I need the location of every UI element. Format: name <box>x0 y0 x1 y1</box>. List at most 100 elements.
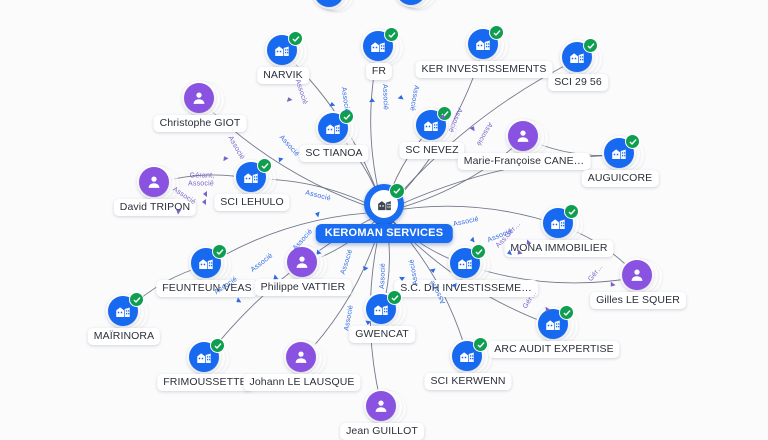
graph-node-fr[interactable]: FR <box>360 27 403 80</box>
edge-direction-arrow <box>368 97 376 102</box>
node-label: NARVIK <box>257 67 309 84</box>
node-label: SC NEVEZ <box>399 142 465 159</box>
edge-label: Associé <box>277 134 301 158</box>
node-label: FR <box>365 63 393 80</box>
graph-node-le_lausque[interactable]: Johann LE LAUSQUE <box>243 340 361 391</box>
node-card-stack <box>363 389 406 427</box>
node-label: Christophe GIOT <box>153 115 247 132</box>
node-label: Marie-Françoise CANE… <box>457 153 591 170</box>
node-label: MAÏRINORA <box>87 328 161 345</box>
person-icon <box>508 121 538 151</box>
verified-badge <box>257 158 272 173</box>
graph-node-sc_nevez[interactable]: SC NEVEZ <box>399 106 465 159</box>
edge-direction-arrow <box>607 281 616 289</box>
node-card-stack <box>283 340 326 378</box>
edge-label: Associé <box>249 252 275 274</box>
verified-badge <box>564 204 579 219</box>
company-icon <box>366 294 396 324</box>
graph-node-ker_inv[interactable]: KER INVESTISSEMENTS <box>415 25 553 78</box>
verified-badge <box>387 290 402 305</box>
verified-badge <box>559 305 574 320</box>
verified-badge <box>437 106 452 121</box>
edge-label: Associé <box>339 248 355 276</box>
graph-node-feunteun[interactable]: FEUNTEUN VEAS <box>156 244 258 297</box>
graph-node-sci_kerwenn[interactable]: SCI KERWENN <box>424 337 512 390</box>
edge-label: Associé <box>304 189 332 203</box>
graph-node-cane[interactable]: Marie-Françoise CANE… <box>457 119 591 170</box>
node-card-stack <box>186 338 229 378</box>
node-card-stack <box>363 290 406 330</box>
edge-direction-arrow <box>469 236 475 243</box>
graph-node-guillot[interactable]: Jean GUILLOT <box>340 389 424 440</box>
edge-direction-arrow <box>429 268 437 274</box>
graph-node-mairinora[interactable]: MAÏRINORA <box>87 292 161 345</box>
edge-label: Gér… <box>503 220 523 240</box>
node-label: MONA IMMOBILIER <box>504 240 614 257</box>
graph-node-giot[interactable]: Christophe GIOT <box>153 81 247 132</box>
graph-node-frimoussette[interactable]: FRIMOUSSETTE <box>157 338 253 391</box>
graph-node-clipped-top_clip_1[interactable] <box>311 0 354 13</box>
node-card-stack <box>559 38 602 78</box>
graph-node-center-keroman-services[interactable]: KEROMAN SERVICES <box>315 183 453 243</box>
node-label: Gilles LE SQUER <box>590 292 686 309</box>
graph-edge-center-mona <box>383 205 560 226</box>
node-card-stack <box>311 0 354 13</box>
graph-node-clipped-top_clip_2[interactable] <box>393 0 436 11</box>
edge-direction-arrow <box>469 124 477 132</box>
graph-node-tripon[interactable]: David TRIPON <box>113 165 197 216</box>
graph-node-narvik[interactable]: NARVIK <box>257 31 309 84</box>
graph-node-mona[interactable]: MONA IMMOBILIER <box>504 204 614 257</box>
node-card-stack <box>233 158 276 198</box>
node-card-stack <box>449 337 492 377</box>
node-card-stack <box>505 119 548 157</box>
edge-direction-arrow <box>364 320 372 326</box>
graph-node-arc_audit[interactable]: ARC AUDIT EXPERTISE <box>488 305 620 358</box>
verified-badge <box>625 134 640 149</box>
verified-badge <box>210 338 225 353</box>
node-card-stack <box>619 258 662 296</box>
node-card-stack <box>284 245 327 283</box>
edge-label: Associé <box>188 180 214 188</box>
node-label: SCI KERWENN <box>424 373 512 390</box>
graph-node-sci_lehulo[interactable]: SCI LEHULO <box>214 158 290 211</box>
node-card-stack <box>413 106 456 146</box>
verified-badge <box>384 27 399 42</box>
node-label: S.C. DH INVESTISSEME… <box>394 280 538 297</box>
node-label: Philippe VATTIER <box>254 279 352 296</box>
edge-label: Gérant, <box>189 172 215 180</box>
node-card-stack <box>315 109 358 149</box>
node-label: FRIMOUSSETTE <box>157 374 253 391</box>
person-icon <box>139 167 169 197</box>
person-icon <box>184 83 214 113</box>
verified-badge <box>389 183 405 199</box>
graph-node-vattier[interactable]: Philippe VATTIER <box>254 245 352 296</box>
center-pin-marker <box>364 183 405 232</box>
edge-label: Gér… <box>587 263 605 283</box>
node-card-stack <box>535 305 578 345</box>
node-card-stack <box>105 292 148 332</box>
graph-node-le_squer[interactable]: Gilles LE SQUER <box>590 258 686 309</box>
node-card-stack <box>540 204 583 244</box>
graph-node-gwencat[interactable]: GWENCAT <box>349 290 415 343</box>
node-card-stack <box>136 165 179 203</box>
edge-direction-arrow <box>202 199 206 205</box>
node-card-stack <box>188 244 231 284</box>
node-card-stack <box>181 81 224 119</box>
person-icon <box>287 247 317 277</box>
edge-label: Associé <box>226 135 246 161</box>
person-icon <box>286 342 316 372</box>
center-node-label: KEROMAN SERVICES <box>315 224 453 243</box>
node-label: KER INVESTISSEMENTS <box>415 61 553 78</box>
edge-label: Associé <box>474 121 494 147</box>
node-card-stack <box>264 31 307 71</box>
graph-node-dh_inv[interactable]: S.C. DH INVESTISSEME… <box>394 244 538 297</box>
company-icon <box>396 0 426 5</box>
graph-node-auguicore[interactable]: AUGUICORE <box>581 134 659 187</box>
node-label: FEUNTEUN VEAS <box>156 280 258 297</box>
graph-node-sc_tianoa[interactable]: SC TIANOA <box>299 109 369 162</box>
graph-node-sci2956[interactable]: SCI 29 56 <box>548 38 608 91</box>
edge-direction-arrow <box>285 96 293 102</box>
node-label: GWENCAT <box>349 326 415 343</box>
edge-direction-arrow <box>314 210 320 217</box>
